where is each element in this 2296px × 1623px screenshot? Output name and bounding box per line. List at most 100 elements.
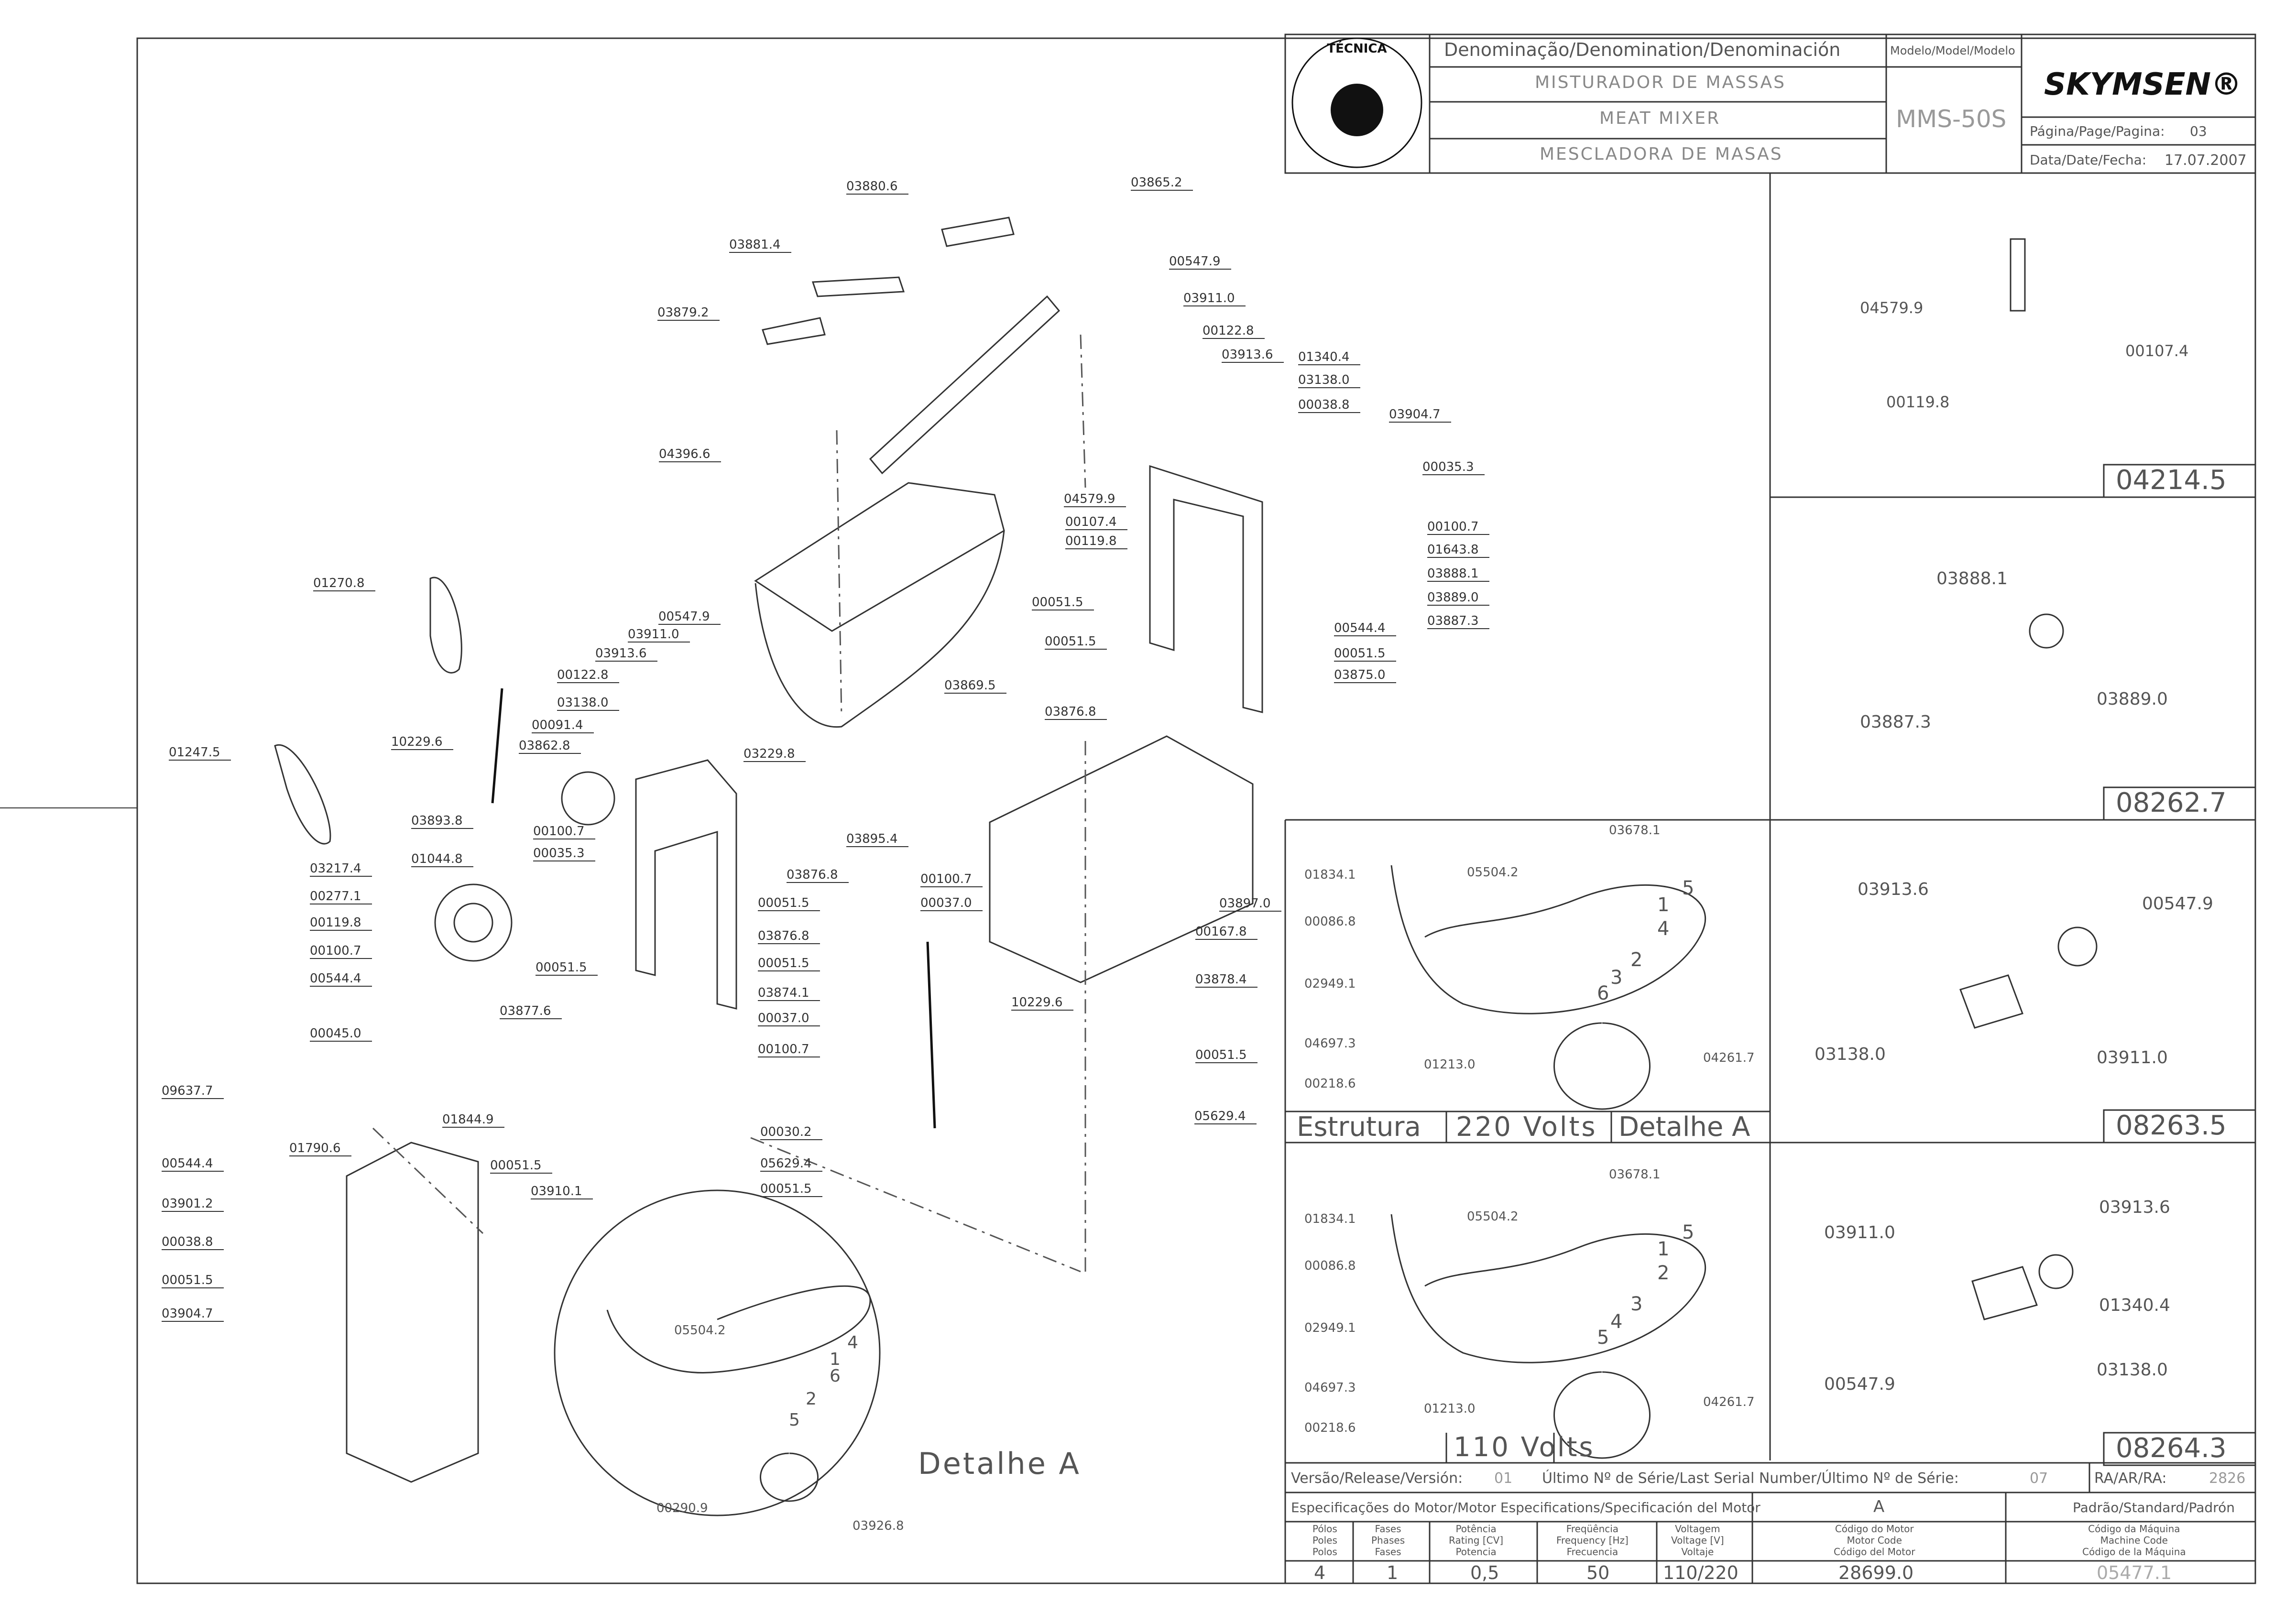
- w110-wire: 5: [1597, 1327, 1609, 1349]
- part-callout-label: 03904.7: [162, 1307, 213, 1321]
- part-callout-label: 03893.8: [411, 814, 463, 828]
- motor-value-poles: 4: [1314, 1562, 1326, 1583]
- part-callout-label: 03880.6: [846, 179, 898, 194]
- part-callout-label: 03888.1: [1427, 566, 1479, 581]
- last-serial-value: 07: [2030, 1470, 2048, 1487]
- part-callout-label: 00544.4: [162, 1156, 213, 1171]
- detail-a-label: Detalhe A: [918, 1446, 1081, 1481]
- part-callout-label: 03869.5: [944, 678, 996, 693]
- denomination-label: Denominação/Denomination/Denominación: [1444, 39, 1841, 60]
- w220-part: 02949.1: [1304, 977, 1356, 991]
- skymsen-logo: [2046, 53, 2238, 105]
- part-callout-label: 05629.4: [1194, 1109, 1246, 1123]
- standard-label: Padrão/Standard/Padrón: [2073, 1500, 2235, 1515]
- part-callout-label: 00107.4: [1065, 515, 1117, 529]
- part-callout-label: 00122.8: [1203, 324, 1254, 338]
- panel4-part: 01340.4: [2099, 1296, 2170, 1315]
- detaila-wire: 5: [789, 1410, 800, 1430]
- part-callout-label: 01340.4: [1298, 350, 1350, 364]
- w220-wire: 3: [1610, 967, 1623, 989]
- part-callout-label: 00122.8: [557, 668, 609, 682]
- motor-value-machine-code: 05477.1: [2097, 1562, 2172, 1583]
- w110-part: 03678.1: [1609, 1167, 1661, 1182]
- part-callout-label: 00051.5: [760, 1182, 812, 1196]
- page-number: 03: [2190, 123, 2207, 139]
- part-callout-label: 00030.2: [760, 1125, 812, 1139]
- part-callout-label: 03876.8: [787, 868, 838, 882]
- motor-spec-label: Especificações do Motor/Motor Especifica…: [1291, 1500, 1760, 1515]
- part-callout-label: 03913.6: [1222, 348, 1273, 362]
- panel-code-1: 04214.5: [2116, 465, 2227, 496]
- panel2-part: 03889.0: [2097, 689, 2168, 709]
- w110-wire: 1: [1657, 1238, 1670, 1260]
- w220-wire: 4: [1657, 918, 1670, 940]
- part-callout-label: 03879.2: [657, 305, 709, 320]
- motor-value-phases: 1: [1387, 1562, 1399, 1583]
- part-callout-label: 00091.4: [532, 718, 583, 732]
- w110-part: 01213.0: [1424, 1402, 1476, 1416]
- part-callout-label: 03911.0: [628, 627, 679, 642]
- part-callout-label: 00051.5: [1195, 1048, 1247, 1062]
- w110-part: 04261.7: [1703, 1395, 1755, 1409]
- ra-label: RA/AR/RA:: [2094, 1470, 2167, 1487]
- product-name-pt: MISTURADOR DE MASSAS: [1535, 73, 1786, 92]
- motor-header-cell: Pólos Poles Polos: [1312, 1523, 1337, 1558]
- w220-part: 00218.6: [1304, 1077, 1356, 1091]
- caption-110-volts: 110 Volts: [1454, 1432, 1595, 1463]
- w220-wire: 6: [1597, 982, 1609, 1004]
- w220-wire: 1: [1657, 894, 1670, 916]
- model-value: MMS-50S: [1896, 105, 2007, 133]
- part-callout-label: 00051.5: [490, 1158, 542, 1173]
- motor-header-cell: Código da Máquina Machine Code Código de…: [2082, 1523, 2186, 1558]
- motor-header-cell: Voltagem Voltage [V] Voltaje: [1671, 1523, 1724, 1558]
- page-label: Página/Page/Pagina:: [2030, 123, 2165, 139]
- part-callout-label: 01270.8: [313, 576, 365, 590]
- w220-part: 04697.3: [1304, 1036, 1356, 1051]
- part-callout-label: 00051.5: [758, 956, 809, 970]
- part-callout-label: 00051.5: [758, 896, 809, 910]
- panel2-part: 03888.1: [1936, 569, 2008, 588]
- w110-part: 02949.1: [1304, 1321, 1356, 1335]
- w220-part: 04261.7: [1703, 1051, 1755, 1065]
- w220-part: 00086.8: [1304, 915, 1356, 929]
- part-callout-label: 00544.4: [1334, 621, 1386, 635]
- panel4-part: 03138.0: [2097, 1360, 2168, 1380]
- part-callout-label: 03865.2: [1131, 175, 1182, 190]
- part-callout-label: 03904.7: [1389, 407, 1441, 422]
- panel4-part: 00547.9: [1824, 1374, 1895, 1394]
- product-name-es: MESCLADORA DE MASAS: [1540, 144, 1783, 164]
- part-callout-label: 00051.5: [1045, 634, 1096, 649]
- w220-wire: 5: [1682, 877, 1695, 899]
- motor-value-motor-code: 28699.0: [1838, 1562, 1914, 1583]
- part-callout-label: 03895.4: [846, 832, 898, 846]
- detaila-wire: 4: [847, 1333, 858, 1352]
- part-callout-label: 03875.0: [1334, 668, 1386, 682]
- part-callout-label: 01247.5: [169, 745, 220, 760]
- part-callout-label: 00119.8: [1065, 534, 1117, 548]
- part-callout-label: 05629.4: [760, 1156, 812, 1171]
- part-callout-label: 00038.8: [1298, 398, 1350, 412]
- date-label: Data/Date/Fecha:: [2030, 152, 2147, 168]
- svg-text:TÉCNICA: TÉCNICA: [1327, 41, 1387, 56]
- panel4-part: 03911.0: [1824, 1223, 1895, 1242]
- part-callout-label: 03876.8: [1045, 705, 1096, 719]
- part-callout-label: 00100.7: [758, 1042, 809, 1057]
- detaila-wire: 1: [830, 1350, 841, 1369]
- part-callout-label: 03889.0: [1427, 590, 1479, 605]
- part-callout-label: 01643.8: [1427, 543, 1479, 557]
- part-callout-label: 00100.7: [920, 872, 972, 886]
- part-callout-label: 03911.0: [1183, 291, 1235, 305]
- panel-code-4: 08264.3: [2116, 1433, 2227, 1464]
- part-callout-label: 01044.8: [411, 852, 463, 866]
- w110-part: 01834.1: [1304, 1212, 1356, 1226]
- part-callout-label: 00119.8: [310, 915, 361, 930]
- part-callout-label: 00167.8: [1195, 925, 1247, 939]
- panel-code-3: 08263.5: [2116, 1110, 2227, 1141]
- part-callout-label: 00051.5: [1334, 646, 1386, 661]
- machine-sketch: [274, 217, 2098, 1516]
- detaila-wire: 6: [830, 1366, 841, 1386]
- part-callout-label: 03876.8: [758, 929, 809, 943]
- part-callout-label: 00100.7: [1427, 520, 1479, 534]
- part-callout-label: 01790.6: [289, 1141, 341, 1155]
